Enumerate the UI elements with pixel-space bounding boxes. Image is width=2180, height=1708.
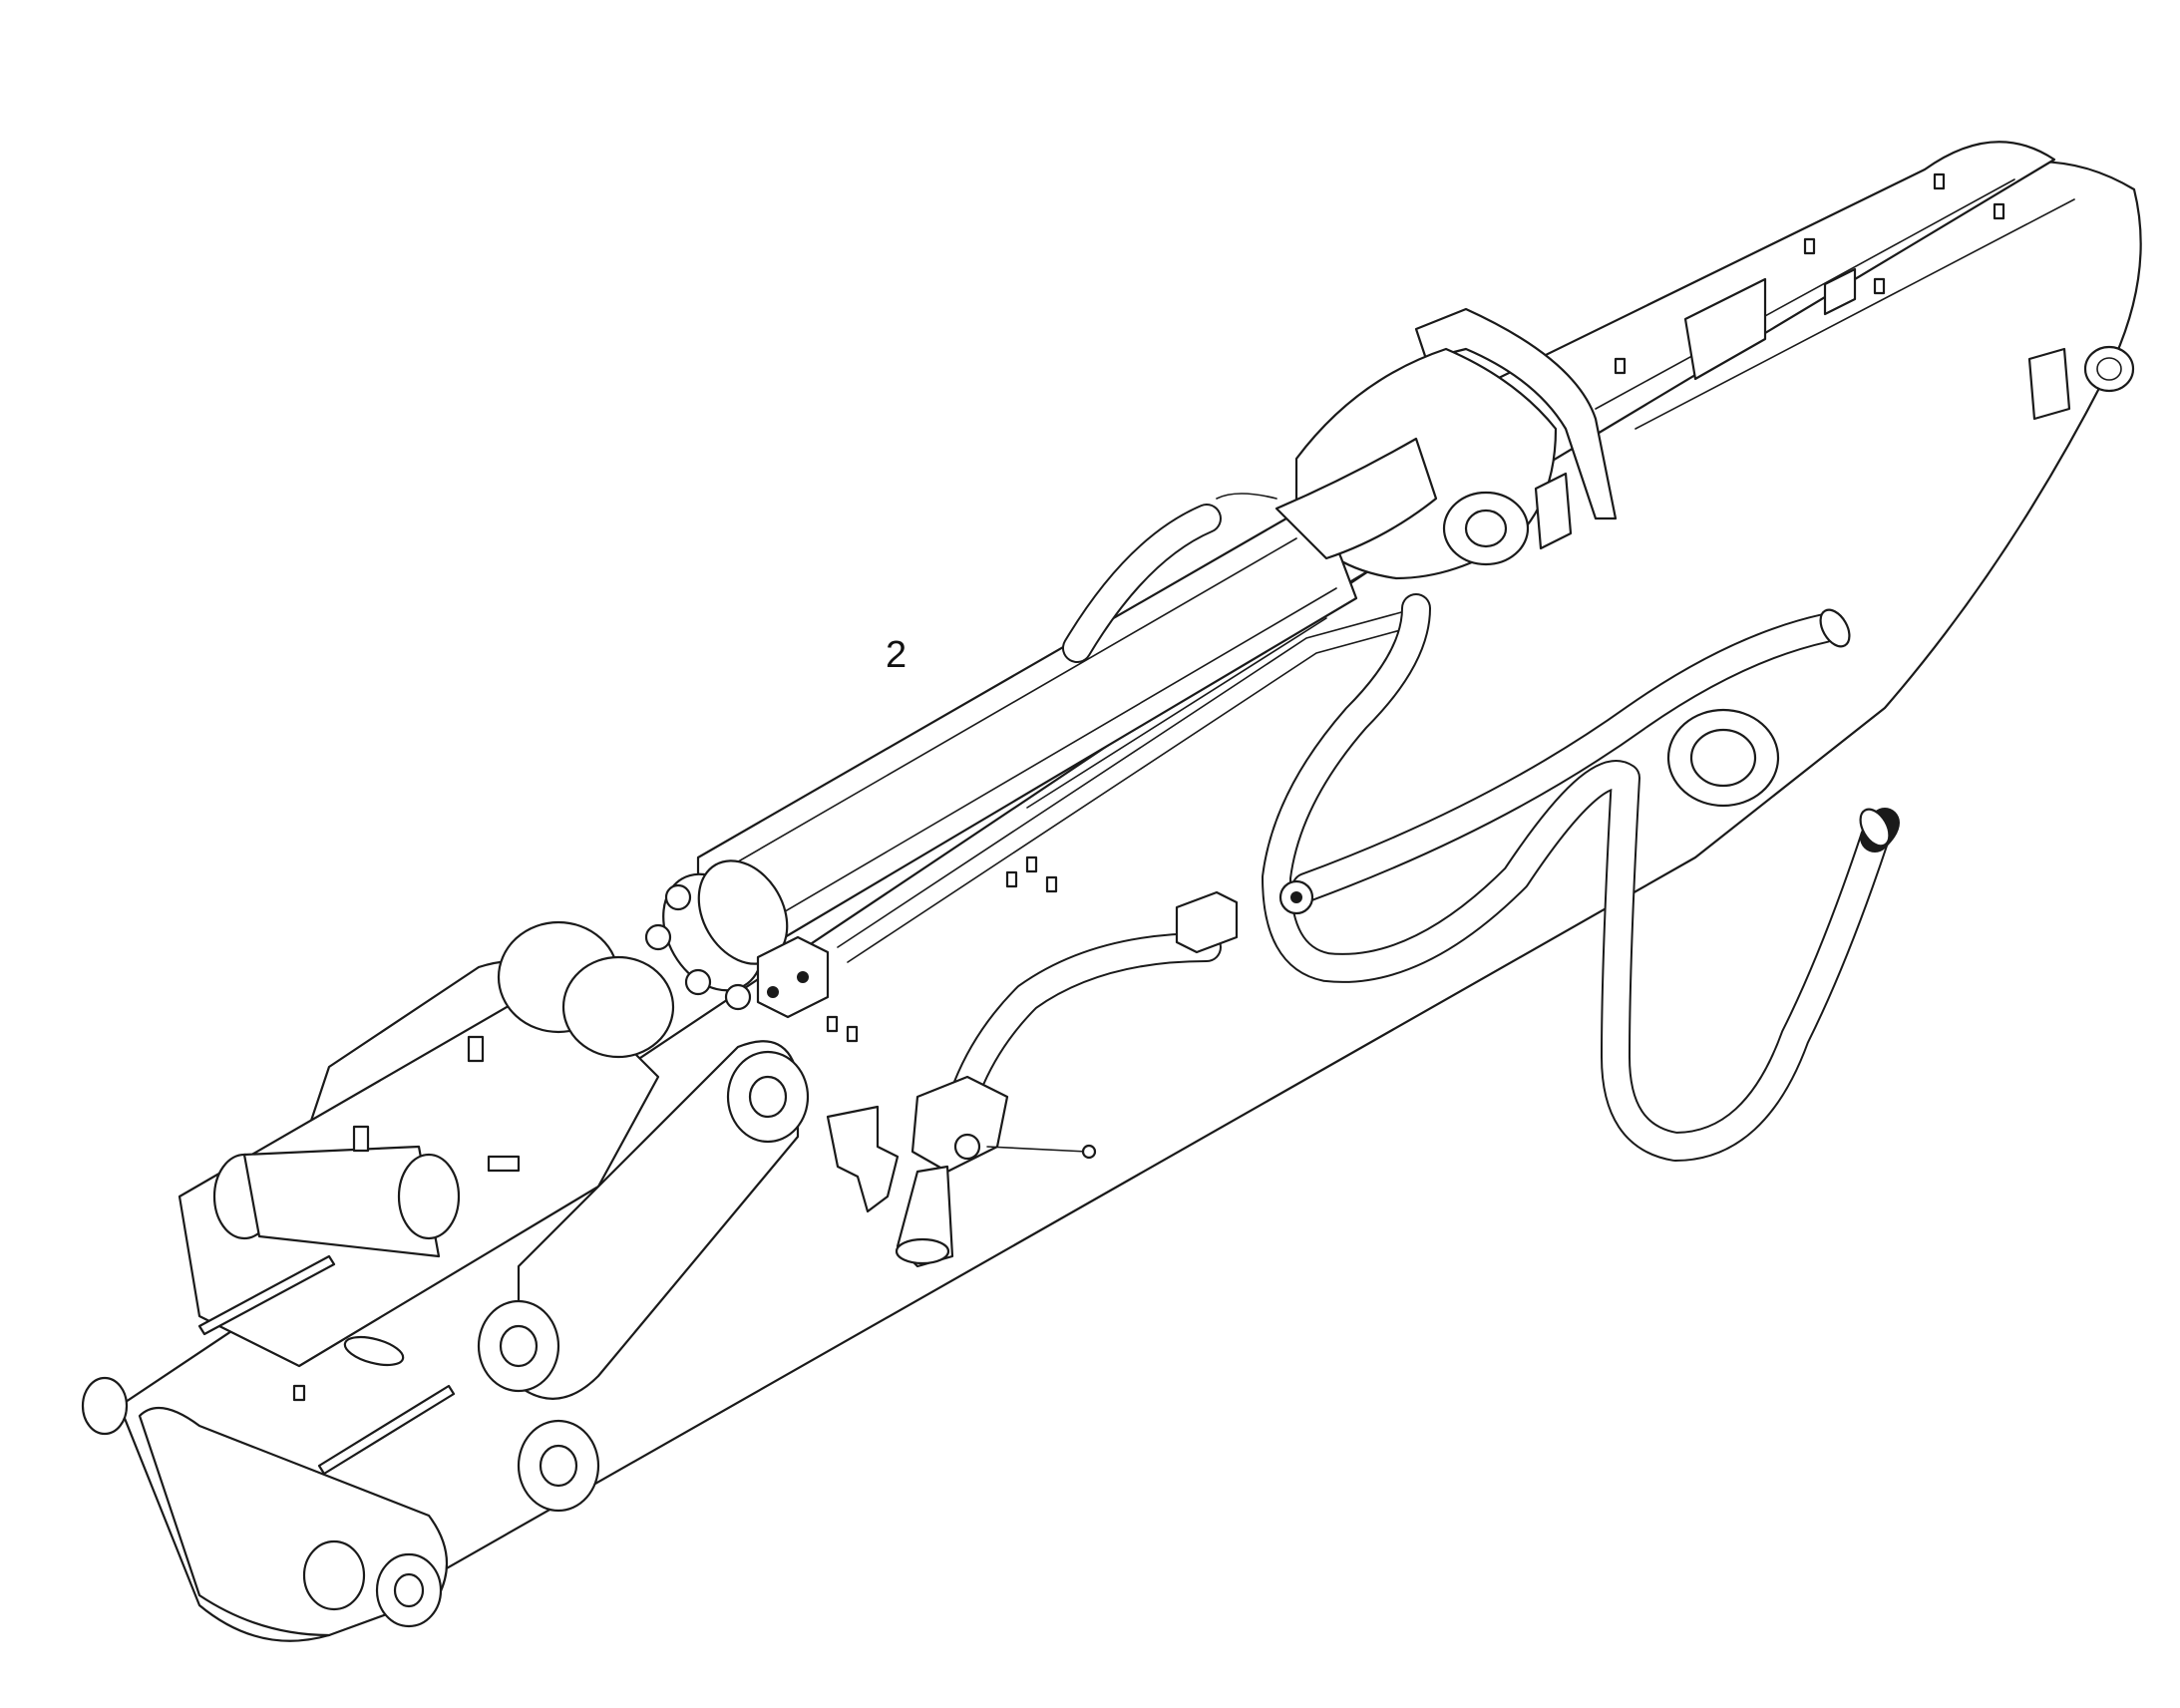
callout-label: 2 (886, 634, 908, 676)
hydraulic-cylinder (644, 437, 1438, 1019)
boom-arm (118, 141, 2142, 1642)
control-valve (826, 1075, 1097, 1268)
hydraulic-hoses (837, 493, 1900, 1162)
bucket-linkage (81, 920, 810, 1637)
